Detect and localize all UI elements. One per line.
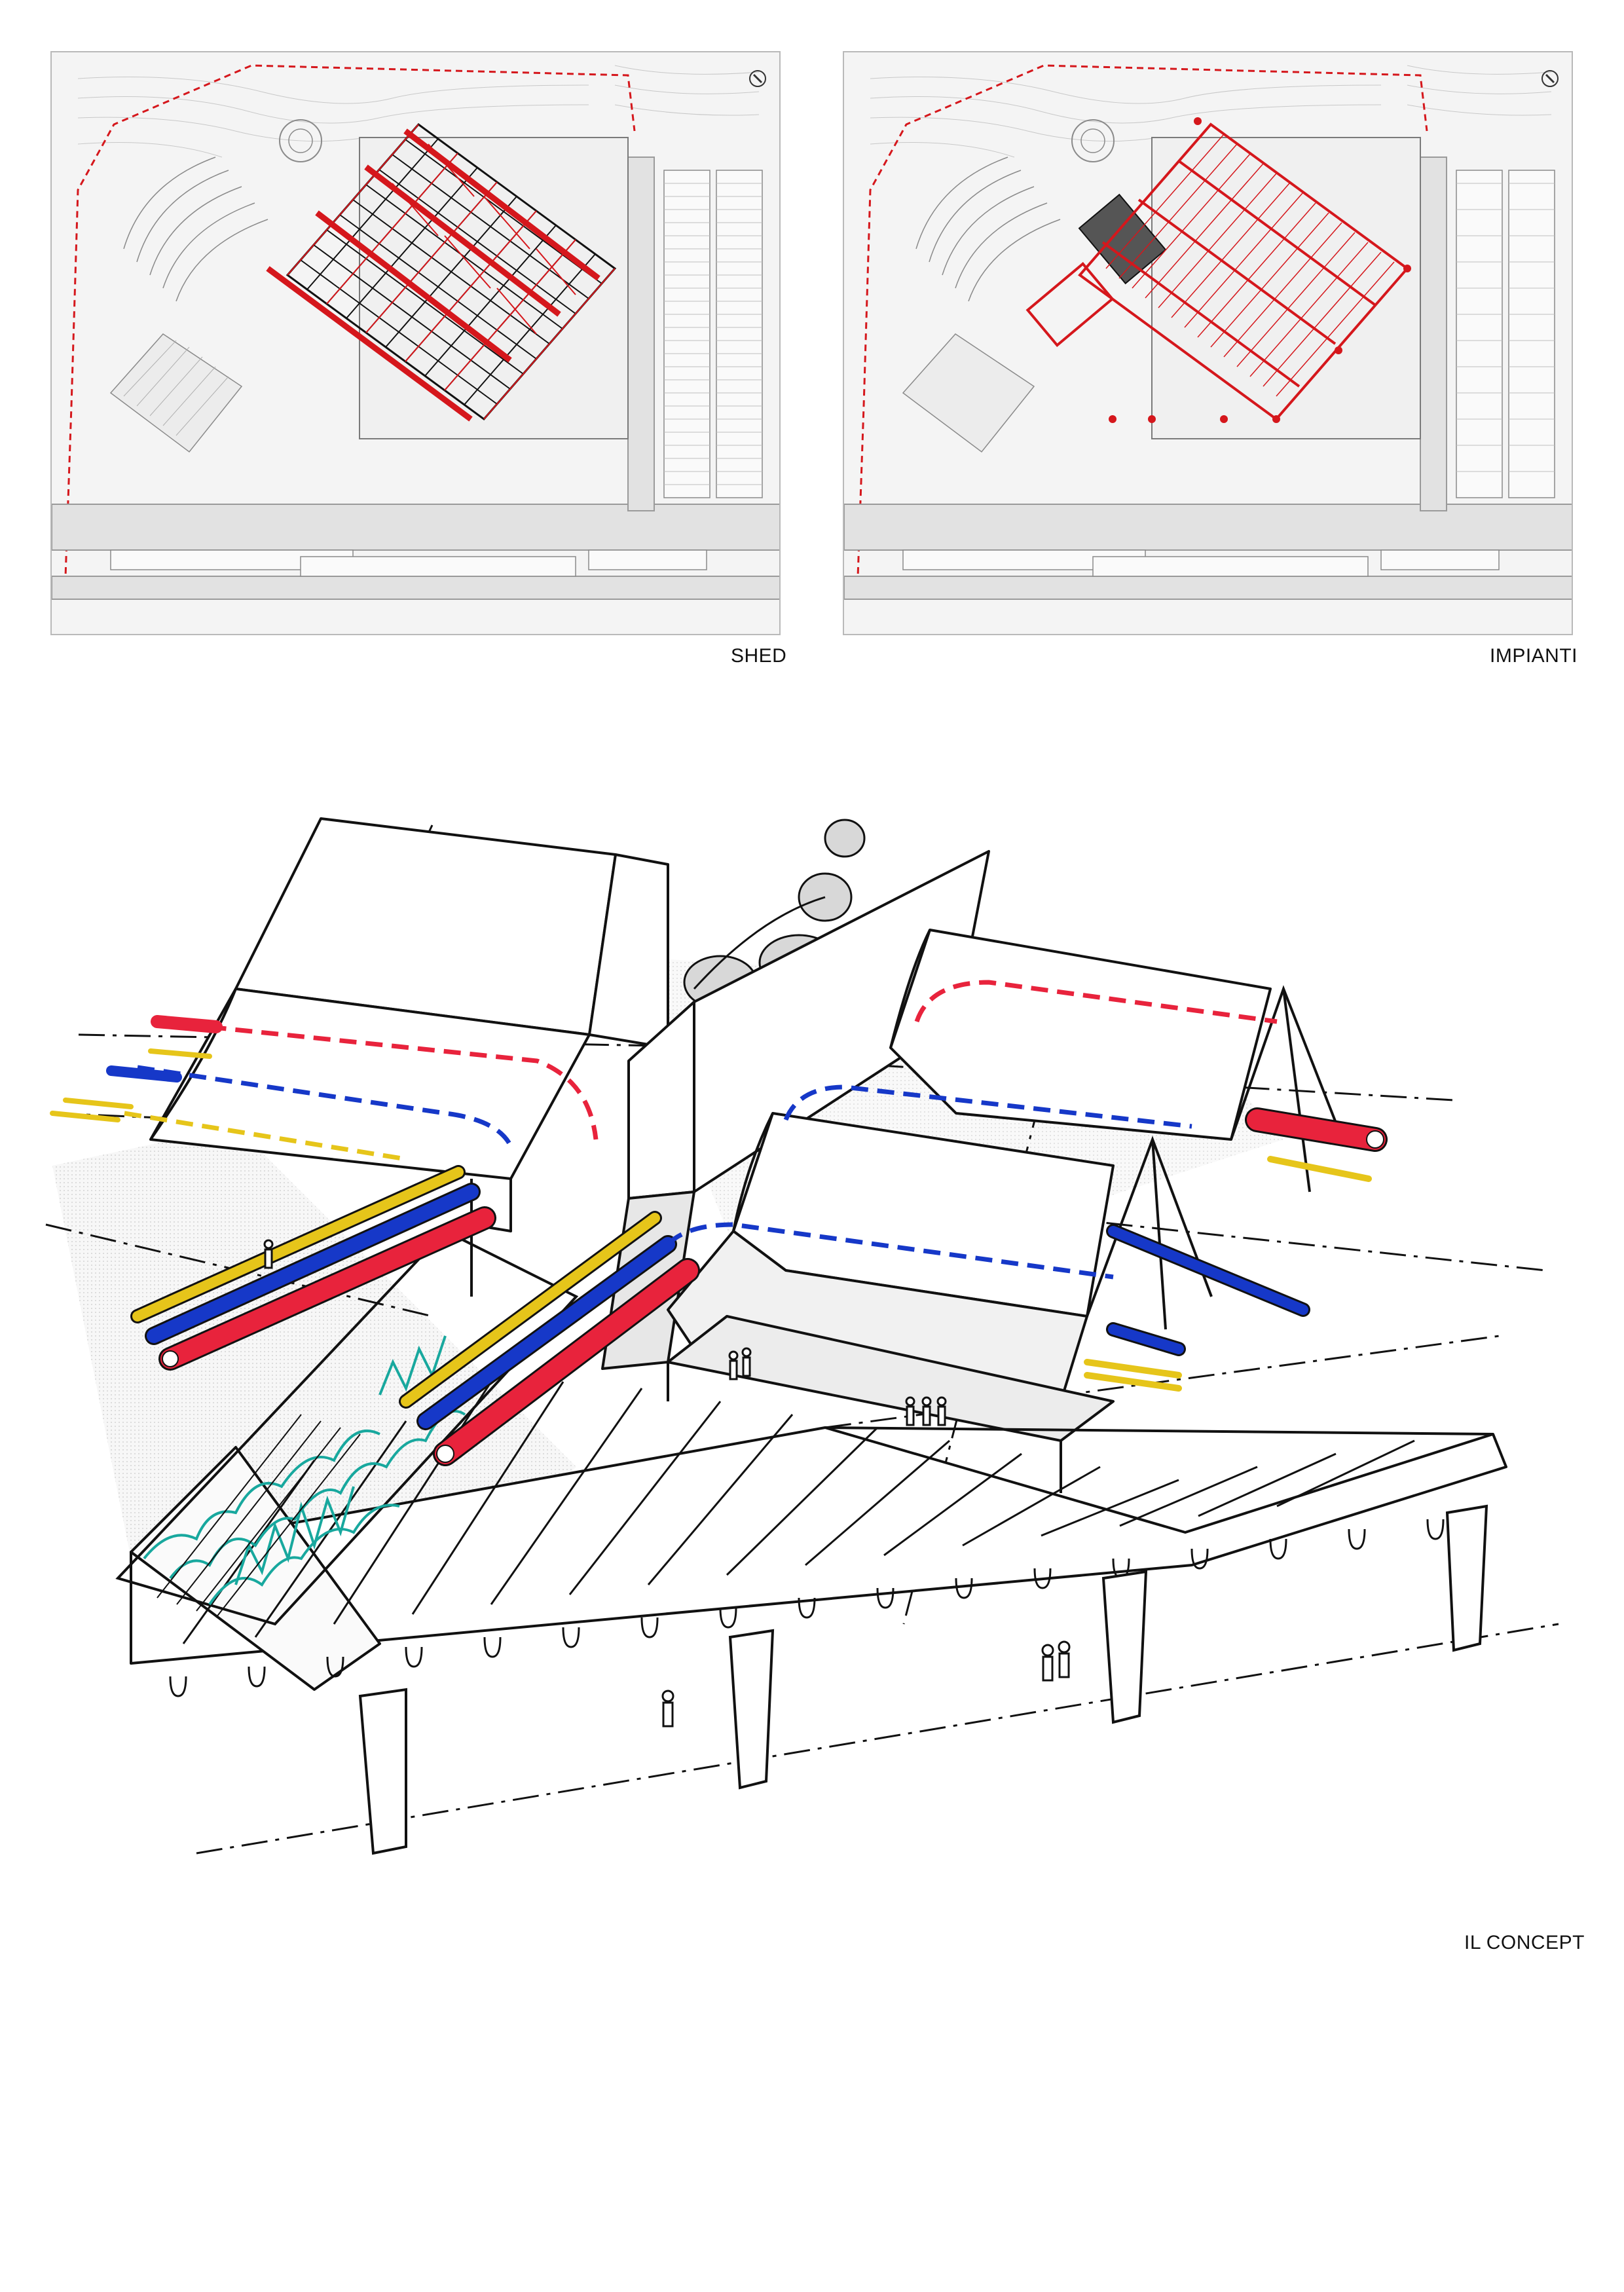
terrain-contours bbox=[77, 65, 760, 158]
left-building bbox=[902, 333, 1035, 453]
person-figure bbox=[936, 1396, 947, 1426]
shed-red-grid bbox=[287, 124, 616, 420]
person-figure bbox=[728, 1350, 739, 1380]
columns bbox=[358, 1504, 1488, 1855]
left-building bbox=[109, 333, 243, 453]
parking-right bbox=[663, 170, 763, 498]
parking-right bbox=[1456, 170, 1555, 498]
north-arrow-icon bbox=[749, 70, 766, 87]
round-tower bbox=[1071, 119, 1115, 162]
parking-stalls-right bbox=[1456, 183, 1555, 472]
person-figure bbox=[1058, 1640, 1071, 1678]
terraced-buildings bbox=[915, 157, 1061, 302]
shed-caption: SHED bbox=[731, 645, 787, 667]
terraced-buildings bbox=[123, 157, 268, 302]
main-building-outline bbox=[1151, 137, 1421, 439]
site-boundary bbox=[856, 64, 1428, 597]
concept-sketch bbox=[45, 817, 1559, 1855]
pipes-left bbox=[130, 1165, 496, 1371]
pipe-routes bbox=[124, 980, 1278, 1280]
person-figure bbox=[741, 1347, 752, 1377]
service-nodes bbox=[1109, 117, 1411, 423]
strip-hatch bbox=[157, 1414, 361, 1618]
left-building-hatch bbox=[123, 340, 229, 436]
parking-bottom bbox=[110, 549, 707, 577]
north-arrow-icon bbox=[1541, 70, 1559, 87]
rib-ends bbox=[169, 1519, 1445, 1697]
site-plan-impianti bbox=[843, 51, 1573, 635]
person-figure bbox=[921, 1396, 932, 1426]
person-figure bbox=[1041, 1644, 1054, 1682]
pipe-stubs bbox=[50, 1015, 223, 1122]
person-figure bbox=[263, 1239, 274, 1269]
terrain-contours bbox=[870, 65, 1552, 158]
people-figures bbox=[263, 1239, 1071, 1728]
plant-core bbox=[1078, 193, 1167, 285]
shed-volume-left bbox=[149, 817, 669, 1297]
site-plan-impianti-drawing bbox=[844, 64, 1572, 600]
shed-bands bbox=[266, 128, 600, 422]
pipes-middle bbox=[399, 1211, 700, 1466]
roads bbox=[52, 157, 779, 600]
site-boundary bbox=[64, 64, 636, 597]
parking-bottom bbox=[902, 549, 1500, 577]
truss-members bbox=[1086, 985, 1344, 1330]
person-figure bbox=[905, 1396, 915, 1426]
site-plan-shed-drawing bbox=[52, 64, 779, 600]
site-plan-shed bbox=[50, 51, 781, 635]
parking-stalls-right bbox=[664, 183, 762, 485]
concept-caption: IL CONCEPT bbox=[1464, 1932, 1585, 1953]
impianti-caption: IMPIANTI bbox=[1490, 645, 1578, 667]
service-hatch bbox=[1105, 134, 1395, 397]
pipes-right bbox=[1084, 1107, 1388, 1392]
roof-ribs bbox=[182, 1381, 1415, 1644]
person-figure bbox=[661, 1690, 674, 1728]
round-tower bbox=[279, 119, 322, 162]
